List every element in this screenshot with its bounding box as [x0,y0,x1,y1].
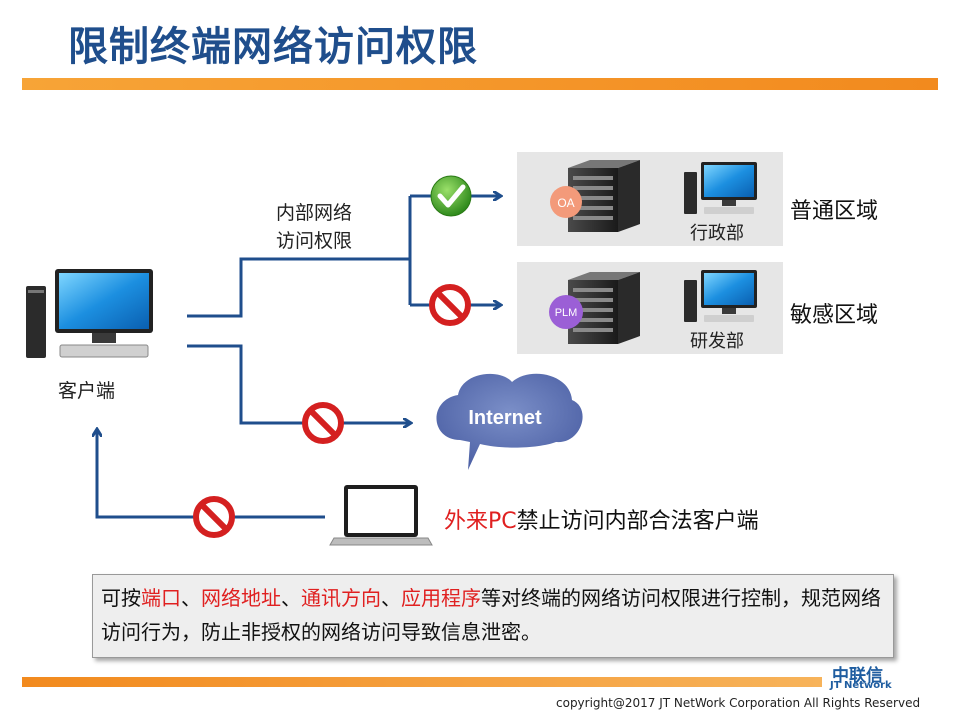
summary-note-box: 可按端口、网络地址、通讯方向、应用程序等对终端的网络访问权限进行控制，规范网络访… [92,574,894,658]
oa-badge-label: OA [557,196,574,210]
allowed-check-icon [430,175,472,217]
policy-label-line2: 访问权限 [276,230,353,252]
note-separator: 、 [381,586,401,610]
oa-badge [550,186,582,218]
note-highlight-application: 应用程序 [401,586,481,610]
plm-badge-label: PLM [555,307,578,319]
policy-label-line1: 内部网络 [276,202,353,224]
summary-note-text: 可按端口、网络地址、通讯方向、应用程序等对终端的网络访问权限进行控制，规范网络访… [101,581,891,649]
external-pc-caption-rest: 禁止访问内部合法客户端 [516,509,759,534]
internet-cloud-icon [436,373,583,470]
client-computer-icon [26,269,153,358]
sensitive-zone-label: 敏感区域 [790,303,879,328]
rnd-dept-computer-icon [684,270,757,322]
deny-sensitive-icon [429,284,471,326]
note-separator: 、 [281,586,301,610]
note-highlight-direction: 通讯方向 [301,586,381,610]
deny-external-pc-icon [193,496,235,538]
internet-label: Internet [468,407,542,429]
external-laptop-icon [329,485,433,546]
admin-dept-label: 行政部 [690,223,744,244]
plm-server-icon [568,272,640,344]
note-text-part: 等对终端的网络访问权限进行控制，规范网络访问行为，防止非授权的网络访问导致信息泄… [101,586,881,644]
company-logo-en: JT Network [830,680,892,691]
title-underline-bar [22,78,938,90]
company-logo-cn: 中联信 [832,666,883,686]
normal-zone-label: 普通区域 [790,199,879,224]
footer-bar [22,677,822,687]
note-highlight-port: 端口 [141,586,181,610]
external-pc-caption: 外来PC禁止访问内部合法客户端 [444,503,759,535]
client-label: 客户端 [58,380,116,402]
note-highlight-address: 网络地址 [201,586,281,610]
page-title: 限制终端网络访问权限 [68,24,478,70]
note-text-part: 可按 [101,586,141,610]
rnd-dept-label: 研发部 [690,331,744,352]
note-separator: 、 [181,586,201,610]
plm-badge [549,295,583,329]
external-pc-caption-red: 外来PC [444,509,517,534]
copyright-text: copyright@2017 JT NetWork Corporation Al… [556,696,921,710]
admin-dept-computer-icon [684,162,757,214]
deny-internet-icon [302,402,344,444]
